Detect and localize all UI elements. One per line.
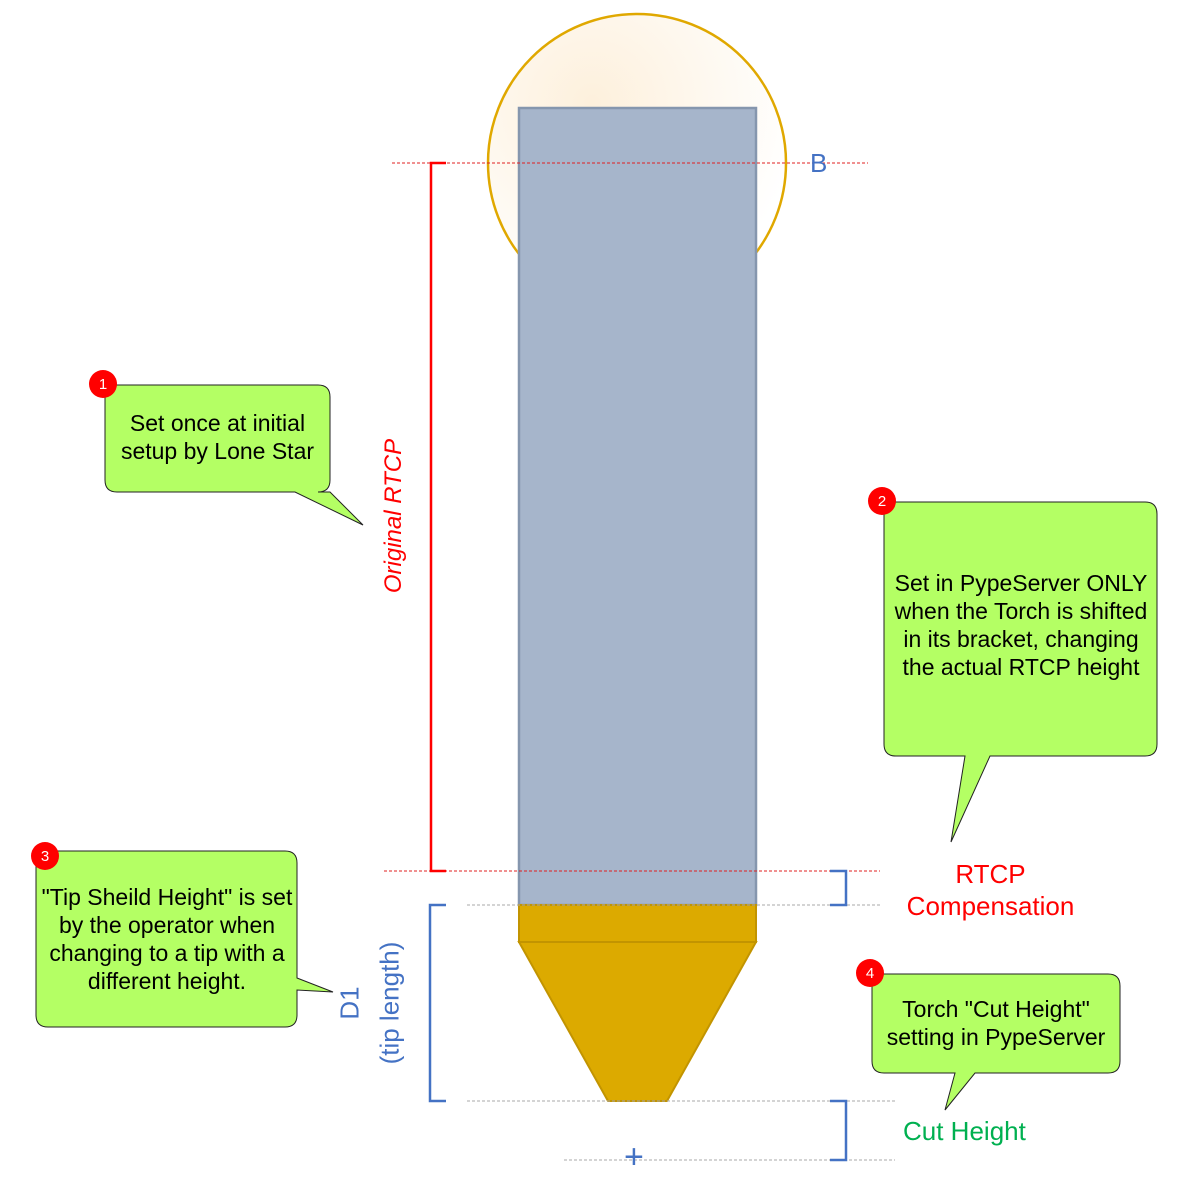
rtcp-compensation-line2: Compensation [906,891,1075,921]
callout-1-badge: 1 [89,370,117,398]
rtcp-compensation-line1: RTCP [955,859,1026,889]
original-rtcp-bracket [429,161,446,873]
callout-2-text: Set in PypeServer ONLY when the Torch is… [894,570,1148,680]
tip-cone [517,941,758,1102]
tip-length-label: (tip length) [374,941,405,1065]
b-label: B [810,148,828,178]
callout-4-badge: 4 [856,959,884,987]
d1-bracket [428,903,446,1103]
original-rtcp-label: Original RTCP [380,438,407,594]
rtcp-compensation-label: RTCP Compensation [893,858,1088,922]
d1-label: D1 [334,986,365,1020]
callout-1-text: Set once at initial setup by Lone Star [120,410,315,464]
tip-shield [518,904,757,943]
torch-body [517,106,758,907]
callout-3-text: "Tip Sheild Height" is set by the operat… [41,883,293,994]
rtcp-compensation-bracket [830,869,848,907]
callout-3-badge: 3 [31,842,59,870]
callout-4-text: Torch "Cut Height" setting in PypeServer [886,996,1106,1050]
cut-height-bracket [830,1099,848,1162]
cut-height-label: Cut Height [903,1116,1026,1146]
tcp-marker: + [624,1138,644,1176]
callout-2-badge: 2 [868,487,896,515]
